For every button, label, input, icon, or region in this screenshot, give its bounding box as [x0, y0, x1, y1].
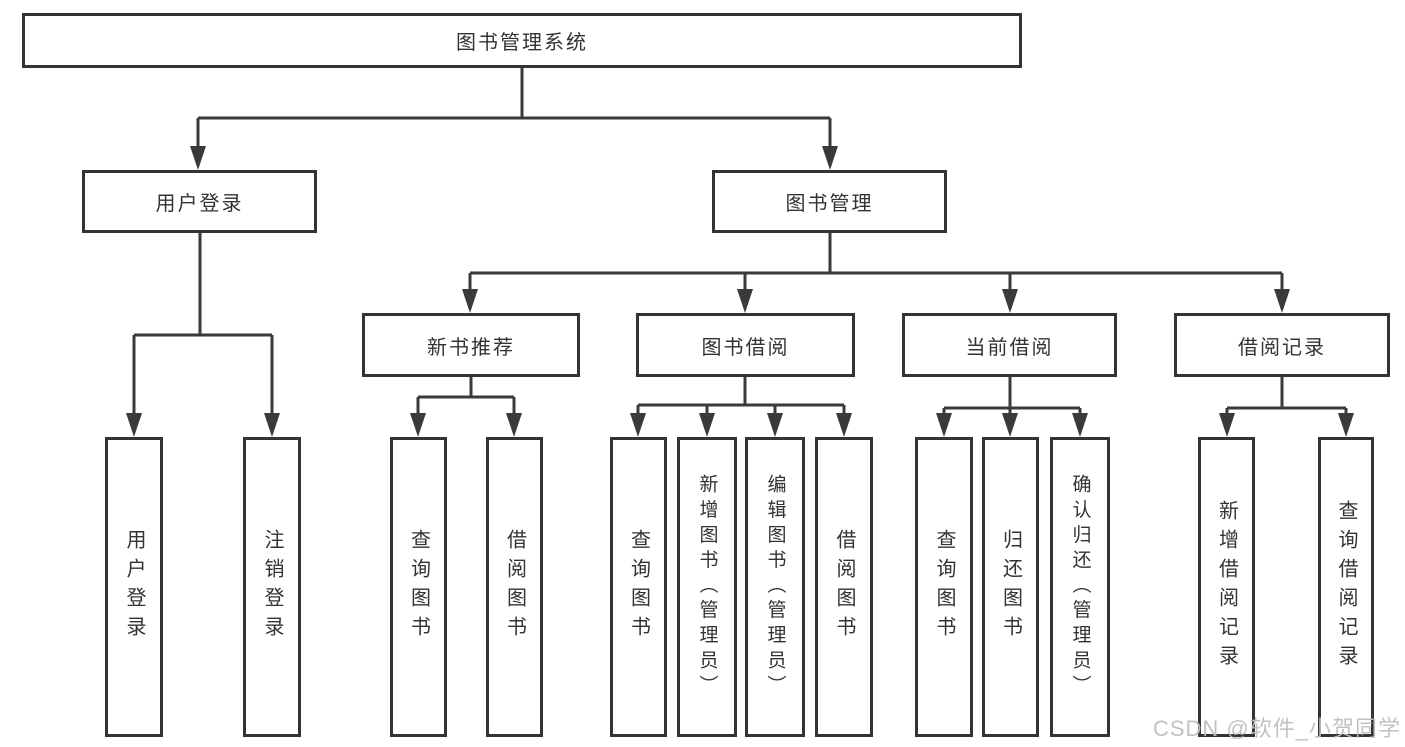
connector-book-borrow [630, 377, 852, 437]
node-new-book-recommend: 新书推荐 [362, 313, 580, 377]
connector-root [190, 68, 838, 170]
connector-book-management [462, 233, 1290, 313]
node-label: 当前借阅 [965, 336, 1054, 359]
node-label: 用户登录 [155, 193, 244, 215]
node-label: 新增图书（管理员） [696, 474, 718, 700]
leaf-confirm-return-admin: 确认归还（管理员） [1050, 437, 1110, 737]
node-label: 归还图书 [999, 529, 1022, 645]
connector-current-borrow [936, 377, 1088, 437]
node-user-login: 用户登录 [82, 170, 317, 233]
node-label: 新增借阅记录 [1215, 500, 1238, 674]
connector-borrow-records [1219, 377, 1354, 437]
node-book-management: 图书管理 [712, 170, 947, 233]
leaf-return-books: 归还图书 [982, 437, 1039, 737]
node-label: 借阅图书 [503, 529, 526, 645]
node-label: 图书管理 [785, 193, 874, 215]
node-root: 图书管理系统 [22, 13, 1022, 68]
leaf-add-books-admin: 新增图书（管理员） [677, 437, 737, 737]
node-label: 确认归还（管理员） [1069, 474, 1091, 700]
leaf-add-borrow-record: 新增借阅记录 [1198, 437, 1255, 737]
connector-new-book-recommend [410, 377, 522, 437]
node-label: 图书借阅 [701, 336, 790, 359]
leaf-current-query-books: 查询图书 [915, 437, 973, 737]
leaf-recommend-query-books: 查询图书 [390, 437, 447, 737]
csdn-watermark: CSDN @软件_小贺同学 [1152, 716, 1401, 741]
leaf-query-borrow-record: 查询借阅记录 [1318, 437, 1374, 737]
node-label: 借阅记录 [1238, 336, 1326, 359]
leaf-borrow-books: 借阅图书 [815, 437, 873, 737]
leaf-user-login: 用户登录 [105, 437, 163, 737]
node-label: 编辑图书（管理员） [764, 474, 786, 700]
connector-user-login [126, 233, 280, 437]
leaf-edit-books-admin: 编辑图书（管理员） [745, 437, 805, 737]
node-book-borrow: 图书借阅 [636, 313, 855, 377]
node-label: 查询图书 [933, 529, 955, 645]
node-current-borrow: 当前借阅 [902, 313, 1117, 377]
node-label: 查询图书 [407, 529, 430, 645]
node-label: 新书推荐 [427, 336, 515, 359]
node-label: 查询图书 [627, 529, 650, 645]
node-label: 借阅图书 [833, 529, 855, 645]
leaf-borrow-query-books: 查询图书 [610, 437, 667, 737]
node-label: 注销登录 [261, 529, 283, 645]
node-label: 查询借阅记录 [1335, 500, 1357, 674]
leaf-logout: 注销登录 [243, 437, 301, 737]
node-borrow-records: 借阅记录 [1174, 313, 1390, 377]
leaf-recommend-borrow-books: 借阅图书 [486, 437, 543, 737]
node-label: 用户登录 [123, 529, 145, 645]
node-label: 图书管理系统 [456, 32, 588, 54]
